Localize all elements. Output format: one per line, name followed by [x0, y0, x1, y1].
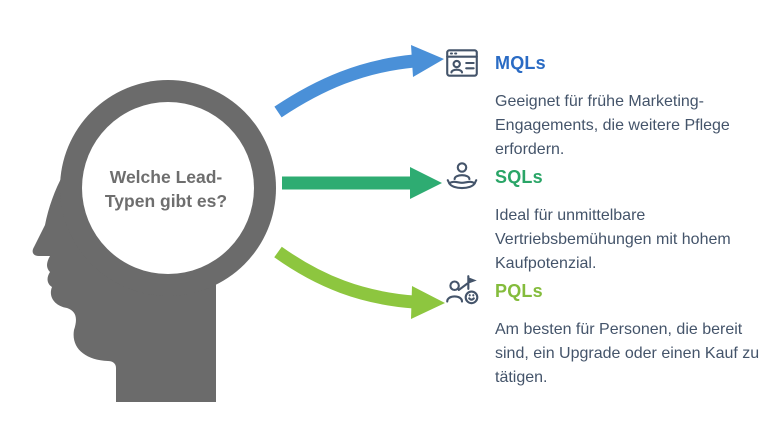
- lead-type-mqls: MQLs Geeignet für frühe Marketing-Engage…: [443, 44, 773, 162]
- brain-circle: [82, 102, 254, 274]
- lead-type-sqls: SQLs Ideal für unmittelbare Vertriebsbem…: [443, 158, 773, 276]
- lead-type-pqls-header: PQLs: [443, 272, 773, 310]
- arrow-mqls-head: [411, 45, 444, 77]
- browser-user-icon: [443, 44, 481, 82]
- head-and-arrows-art: Welche Lead- Typen gibt es?: [32, 45, 445, 402]
- user-flag-icon: [443, 272, 481, 310]
- lead-type-label: MQLs: [495, 52, 546, 73]
- lead-type-pqls: PQLs Am besten für Personen, die bereit …: [443, 272, 773, 390]
- lead-type-mqls-header: MQLs: [443, 44, 773, 82]
- arrow-pqls-shaft: [274, 246, 415, 309]
- lead-type-description: Am besten für Personen, die bereit sind,…: [495, 321, 760, 386]
- hand-user-icon: [443, 158, 481, 196]
- lead-type-sqls-header: SQLs: [443, 158, 773, 196]
- head-silhouette: Welche Lead- Typen gibt es?: [32, 80, 276, 402]
- lead-type-label: PQLs: [495, 280, 543, 301]
- question-line-2: Typen gibt es?: [105, 191, 227, 211]
- arrow-mqls: [274, 45, 444, 118]
- arrow-pqls: [274, 246, 445, 319]
- lead-type-description: Geeignet für frühe Marketing-Engagements…: [495, 93, 730, 158]
- arrow-pqls-head: [411, 286, 445, 319]
- arrow-mqls-shaft: [274, 54, 415, 118]
- arrow-sqls-head: [410, 167, 442, 199]
- lead-type-description: Ideal für unmittelbare Vertriebsbemühung…: [495, 207, 731, 272]
- lead-type-label: SQLs: [495, 166, 543, 187]
- question-line-1: Welche Lead-: [110, 167, 223, 187]
- arrow-sqls: [282, 167, 442, 199]
